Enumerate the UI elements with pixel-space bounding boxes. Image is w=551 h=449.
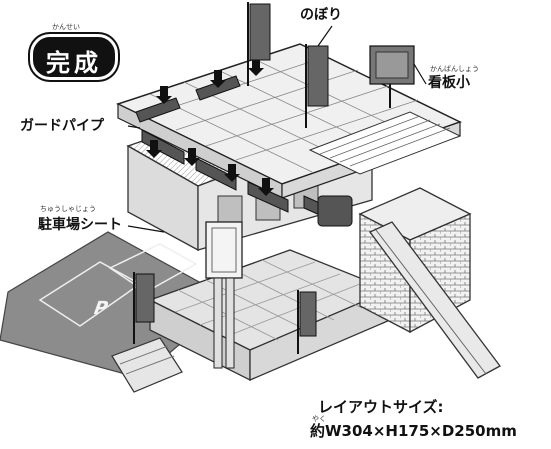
badge-ruby: かんせい: [52, 23, 80, 31]
pointer-arrows: [146, 58, 274, 196]
size-ruby: やく: [312, 415, 326, 423]
roof-deck: [116, 43, 462, 199]
label-parking-sheet: 駐車場シート: [38, 217, 122, 233]
layout-size-title: レイアウトサイズ:: [318, 398, 444, 416]
nobori-flags: [133, 2, 329, 354]
layout-size-value: 約W304×H175×D250mm: [310, 422, 517, 440]
label-nobori: のぼり: [300, 7, 342, 23]
badge-label: 完成: [46, 49, 102, 77]
kanban-ruby: かんばんしょう: [430, 65, 479, 73]
small-signboard: [369, 45, 415, 108]
big-sign-pole: [205, 221, 243, 369]
ramp-piece: [111, 337, 183, 393]
leader-lines: [127, 25, 427, 233]
parking-ruby: ちゅうしゃじょう: [40, 205, 96, 213]
completed-badge: 完成: [30, 34, 118, 80]
hanging-sign: [317, 195, 353, 227]
label-guard-pipe: ガードパイプ: [20, 118, 104, 134]
slide: [368, 221, 501, 379]
label-small-signboard: 看板小: [428, 75, 470, 91]
